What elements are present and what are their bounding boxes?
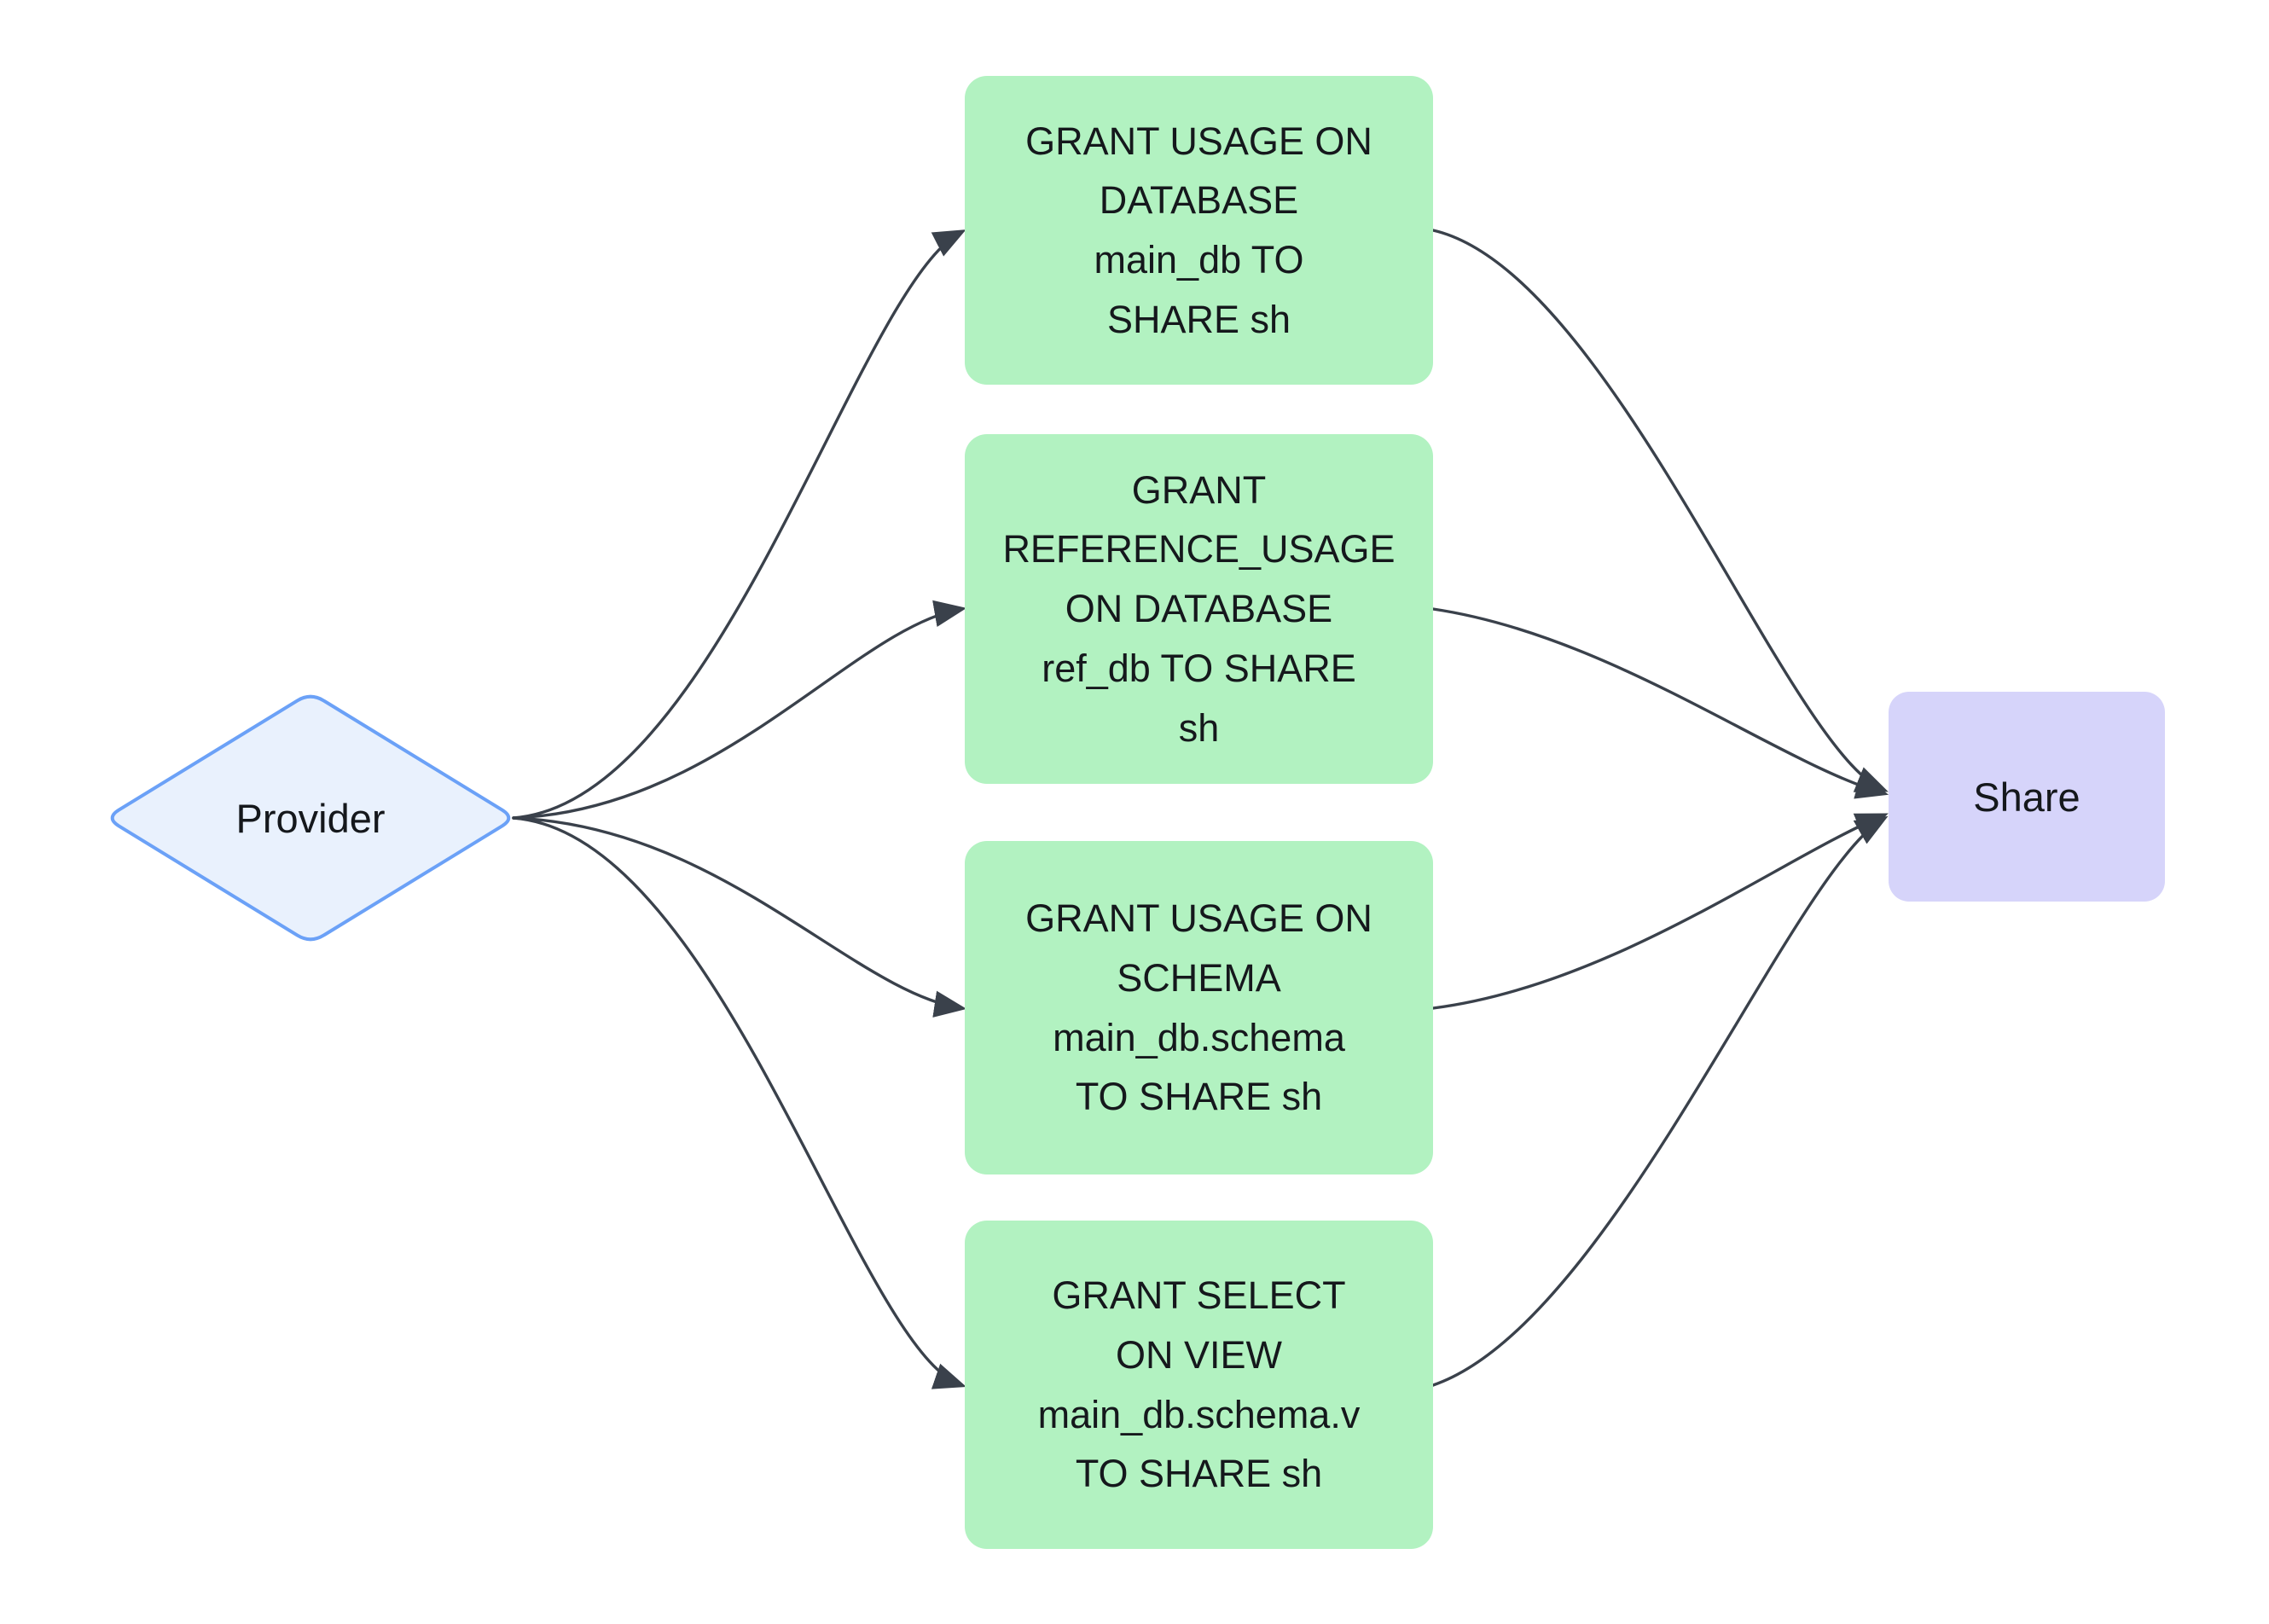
edge-grant-4-to-share [1431, 815, 1889, 1387]
edge-provider-to-grant-4 [512, 816, 966, 1389]
node-provider: Provider [235, 795, 386, 841]
edge-grant-1-to-share [1431, 229, 1889, 792]
node-share: Share [1889, 692, 2165, 902]
edge-provider-to-grant-2 [512, 600, 967, 820]
edge-grant-3-to-share [1431, 813, 1889, 1010]
node-grant-select-on-view: GRANT SELECT ON VIEW main_db.schema.v TO… [965, 1221, 1433, 1549]
node-grant-usage-on-database: GRANT USAGE ON DATABASE main_db TO SHARE… [965, 76, 1433, 385]
node-grant-reference-usage-on-database: GRANT REFERENCE_USAGE ON DATABASE ref_db… [965, 434, 1433, 784]
edge-provider-to-grant-1 [512, 229, 966, 820]
provider-diamond-shape [110, 694, 511, 942]
edge-provider-to-grant-3 [512, 816, 967, 1018]
edge-grant-2-to-share [1431, 607, 1889, 799]
node-grant-usage-on-schema: GRANT USAGE ON SCHEMA main_db.schema TO … [965, 841, 1433, 1174]
